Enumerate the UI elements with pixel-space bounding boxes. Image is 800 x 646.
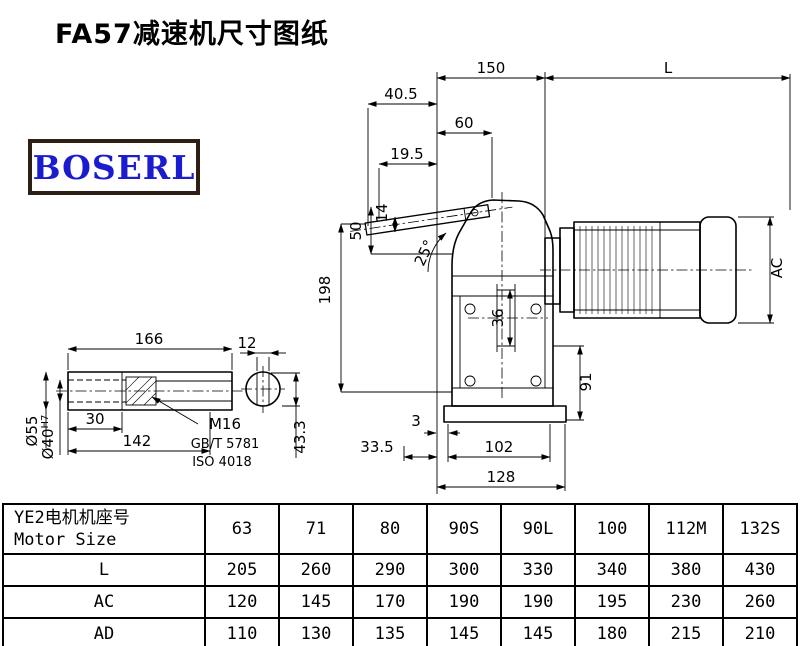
dia40-base: Ø40 (39, 428, 57, 459)
dimension-labels: 150 L 40.5 60 19.5 14 50 25° 198 36 AC 9… (23, 59, 786, 486)
dim-label-128: 128 (487, 468, 516, 486)
table-cell: 130 (278, 617, 354, 646)
table-cell: 190 (426, 585, 502, 619)
dim-label-50: 50 (347, 221, 365, 240)
shaft-section-view (241, 366, 285, 413)
table-cell: 110 (204, 617, 280, 646)
row-label: L (2, 553, 206, 587)
table-cell: 145 (278, 585, 354, 619)
dim-label-43-3: 43.3 (291, 420, 309, 453)
table-cell: 205 (204, 553, 280, 587)
table-cell: 230 (648, 585, 724, 619)
table-row: AD 110 130 135 145 145 180 215 210 (2, 617, 798, 646)
table-cell: 430 (722, 553, 798, 587)
table-cell: 190 (500, 585, 576, 619)
bolt-hole (464, 303, 476, 315)
table-cell: 210 (722, 617, 798, 646)
dim-label-150: 150 (477, 59, 506, 77)
header-cn: YE2电机机座号 (14, 508, 130, 528)
technical-drawing: 150 L 40.5 60 19.5 14 50 25° 198 36 AC 9… (23, 59, 791, 494)
column-header: 90L (500, 503, 576, 555)
dim-label-25deg: 25° (411, 237, 439, 269)
gear-unit-side-view (350, 192, 752, 423)
dim-label-36: 36 (489, 308, 507, 327)
table-cell: 180 (574, 617, 650, 646)
table-row: L 205 260 290 300 330 340 380 430 (2, 553, 798, 587)
dim-label-60: 60 (454, 114, 473, 132)
bolt-hole (530, 303, 542, 315)
standard-label-gbt: GB/T 5781 (191, 437, 260, 452)
hatch-pattern (125, 376, 157, 406)
column-header: 90S (426, 503, 502, 555)
table-cell: 195 (574, 585, 650, 619)
table-cell: 260 (722, 585, 798, 619)
row-label: AD (2, 617, 206, 646)
standard-label-iso: ISO 4018 (192, 455, 252, 470)
column-header: 132S (722, 503, 798, 555)
table-cell: 145 (426, 617, 502, 646)
table-cell: 215 (648, 617, 724, 646)
table-cell: 135 (352, 617, 428, 646)
table-cell: 170 (352, 585, 428, 619)
table-cell: 380 (648, 553, 724, 587)
motor (540, 216, 752, 324)
thread-label-m16: M16 (209, 415, 241, 433)
dim-label-12: 12 (237, 334, 256, 352)
dia40-tolerance: H7 (40, 415, 51, 429)
dim-label-3: 3 (411, 412, 421, 430)
column-header: 80 (352, 503, 428, 555)
table-cell: 260 (278, 553, 354, 587)
m16-leader (151, 396, 199, 425)
table-cell: 340 (574, 553, 650, 587)
brand-logo-text: BOSERL (32, 147, 196, 187)
column-header: 100 (574, 503, 650, 555)
table-cell: 145 (500, 617, 576, 646)
dimension-table: YE2电机机座号 Motor Size 63 71 80 90S 90L 100… (2, 503, 798, 646)
dimension-lines (43, 75, 791, 490)
header-en: Motor Size (14, 530, 117, 550)
dim-label-142: 142 (123, 432, 152, 450)
angle-arc (427, 232, 447, 273)
dim-label-dia40h7: Ø40H7 (39, 415, 57, 460)
column-header: 63 (204, 503, 280, 555)
bolt-hole (464, 375, 476, 387)
dim-label-19-5: 19.5 (390, 145, 423, 163)
motor-size-header: YE2电机机座号 Motor Size (2, 503, 206, 555)
mounting-foot (443, 405, 567, 423)
dim-label-30: 30 (85, 410, 104, 428)
dim-label-L: L (664, 59, 673, 77)
dim-label-AC: AC (768, 258, 786, 278)
shaft-detail-view (56, 371, 246, 411)
dim-label-198: 198 (316, 276, 334, 305)
table-cell: 120 (204, 585, 280, 619)
column-header: 71 (278, 503, 354, 555)
table-cell: 290 (352, 553, 428, 587)
dim-label-166: 166 (135, 330, 164, 348)
dim-label-102: 102 (485, 438, 514, 456)
column-header: 112M (648, 503, 724, 555)
extension-lines (45, 72, 791, 494)
dim-label-33-5: 33.5 (360, 438, 393, 456)
row-label: AC (2, 585, 206, 619)
dim-label-40-5: 40.5 (384, 85, 417, 103)
input-shaft (350, 204, 513, 236)
page-title: FA57减速机尺寸图纸 (55, 19, 329, 50)
dim-label-dia55: Ø55 (23, 416, 41, 447)
dim-label-91: 91 (577, 372, 595, 391)
gearbox-housing-outline (451, 199, 554, 407)
table-row: AC 120 145 170 190 190 195 230 260 (2, 585, 798, 619)
table-cell: 330 (500, 553, 576, 587)
bolt-hole (530, 375, 542, 387)
brand-logo: BOSERL (28, 139, 200, 195)
dim-label-14: 14 (373, 203, 391, 222)
table-header-row: YE2电机机座号 Motor Size 63 71 80 90S 90L 100… (2, 503, 798, 555)
table-cell: 300 (426, 553, 502, 587)
